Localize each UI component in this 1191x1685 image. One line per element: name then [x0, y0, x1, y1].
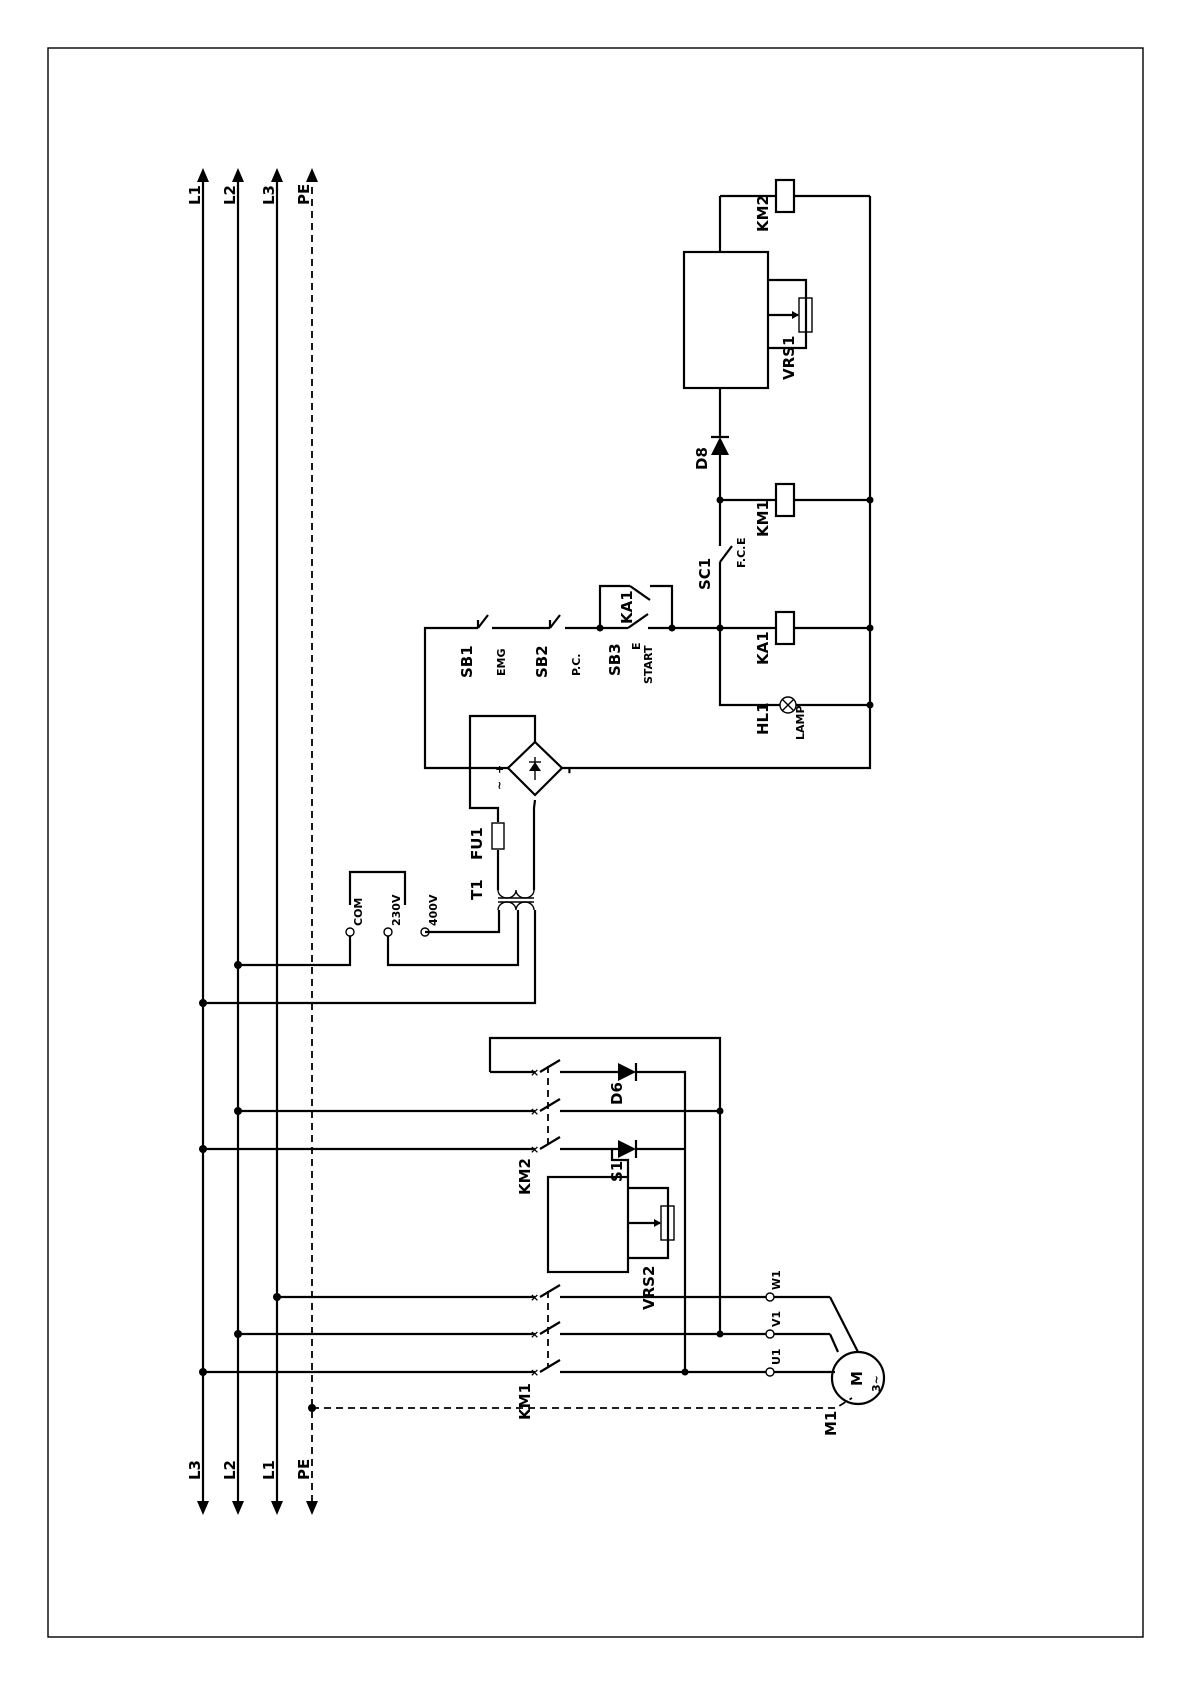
arrow-icon [271, 1501, 283, 1515]
diode-d6 [618, 1063, 636, 1081]
arrow-icon [197, 1501, 209, 1515]
contact-x: × [530, 1328, 539, 1341]
arrow-icon [197, 168, 209, 182]
sc1-mark: E [735, 537, 748, 545]
terminal-u1 [766, 1368, 774, 1376]
contact-x: × [530, 1066, 539, 1079]
module-vrs2 [548, 1177, 628, 1272]
arrow-icon [306, 1501, 318, 1515]
km1-coil-ref: KM1 [754, 500, 772, 537]
tap-label-com: COM [352, 898, 365, 926]
bus-label-top: PE [295, 184, 313, 205]
s1-ref: S1 [608, 1161, 626, 1182]
d6-ref: D6 [608, 1082, 626, 1105]
contact-x: × [530, 1105, 539, 1118]
contact-x: × [530, 1366, 539, 1379]
transformer-secondary-coil [498, 890, 534, 898]
sb3-mark: E [630, 642, 643, 650]
terminal-com [346, 928, 354, 936]
bus-label-top: L3 [260, 185, 278, 205]
hl1-ref: HL1 [754, 702, 772, 735]
sb2-label: P.C. [570, 654, 583, 676]
arrow-icon [232, 1501, 244, 1515]
sb2-ref: SB2 [533, 645, 551, 678]
arrow-icon [232, 168, 244, 182]
vrs2-ref: VRS2 [640, 1266, 658, 1310]
sb1-ref: SB1 [458, 645, 476, 678]
km2-coil-ref: KM2 [754, 195, 772, 232]
tap-label-230v: 230V [390, 894, 403, 926]
terminal-label-u1: U1 [770, 1348, 783, 1365]
d8-ref: D8 [693, 447, 711, 470]
bus-label-top: L2 [221, 185, 239, 205]
vrs1-ref: VRS1 [780, 336, 798, 380]
bus-label-bottom: PE [295, 1459, 313, 1480]
ka1-contact-ref: KA1 [618, 590, 636, 624]
junction-dot [867, 497, 874, 504]
sb3-label: START [642, 645, 655, 684]
arrow-icon [306, 168, 318, 182]
terminal-230v [384, 928, 392, 936]
sb1-label: EMG [495, 649, 508, 677]
fuse-ref: FU1 [468, 827, 486, 860]
bus-label-bottom: L3 [186, 1460, 204, 1480]
sc1-label: F.C. [735, 546, 748, 568]
transformer-ref: T1 [468, 879, 486, 900]
terminal-v1 [766, 1330, 774, 1338]
coil-km2 [776, 180, 794, 212]
junction-dot [867, 625, 874, 632]
sb3-ref: SB3 [606, 643, 624, 676]
tap-label-400v: 400V [427, 894, 440, 926]
coil-km1 [776, 484, 794, 516]
transformer-primary-coil [498, 902, 534, 910]
motor-symbol: M [848, 1371, 866, 1386]
junction-dot [867, 702, 874, 709]
control-circuit: SB1 EMG SB2 P.C. SB3 START E KA1 HL1 LAM… [458, 180, 874, 740]
supply-buses: L1 L2 L3 PE L3 L2 L1 PE [186, 168, 318, 1515]
motor-ref: M1 [822, 1411, 840, 1436]
fuse-fu1 [492, 823, 504, 849]
terminal-label-v1: V1 [770, 1311, 783, 1327]
bridge-plus: + [493, 765, 506, 774]
arrow-icon [271, 168, 283, 182]
ka1-coil-ref: KA1 [754, 631, 772, 665]
km1-power-ref: KM1 [516, 1383, 534, 1420]
coil-ka1 [776, 612, 794, 644]
transformer-section: COM 230V 400V T1 FU1 [199, 716, 535, 1007]
hl1-label: LAMP [794, 705, 807, 740]
bus-label-bottom: L2 [221, 1460, 239, 1480]
junction-dot [682, 1369, 689, 1376]
terminal-w1 [766, 1293, 774, 1301]
bridge-tilde: ~ [493, 781, 506, 790]
power-circuit: × × × KM2 D6 S1 VRS2 [199, 1038, 884, 1436]
motor-sub: 3~ [870, 1375, 883, 1392]
diode-s1 [618, 1140, 636, 1158]
sc1-ref: SC1 [696, 558, 714, 590]
sheet-border [48, 48, 1143, 1637]
junction-dot [717, 1331, 724, 1338]
terminal-label-w1: W1 [770, 1270, 783, 1290]
contact-x: × [530, 1143, 539, 1156]
diode-d8 [711, 437, 729, 455]
bus-label-bottom: L1 [260, 1460, 278, 1480]
km2-power-ref: KM2 [516, 1158, 534, 1195]
contact-x: × [530, 1291, 539, 1304]
bus-label-top: L1 [186, 185, 204, 205]
module-vrs1 [684, 252, 768, 388]
